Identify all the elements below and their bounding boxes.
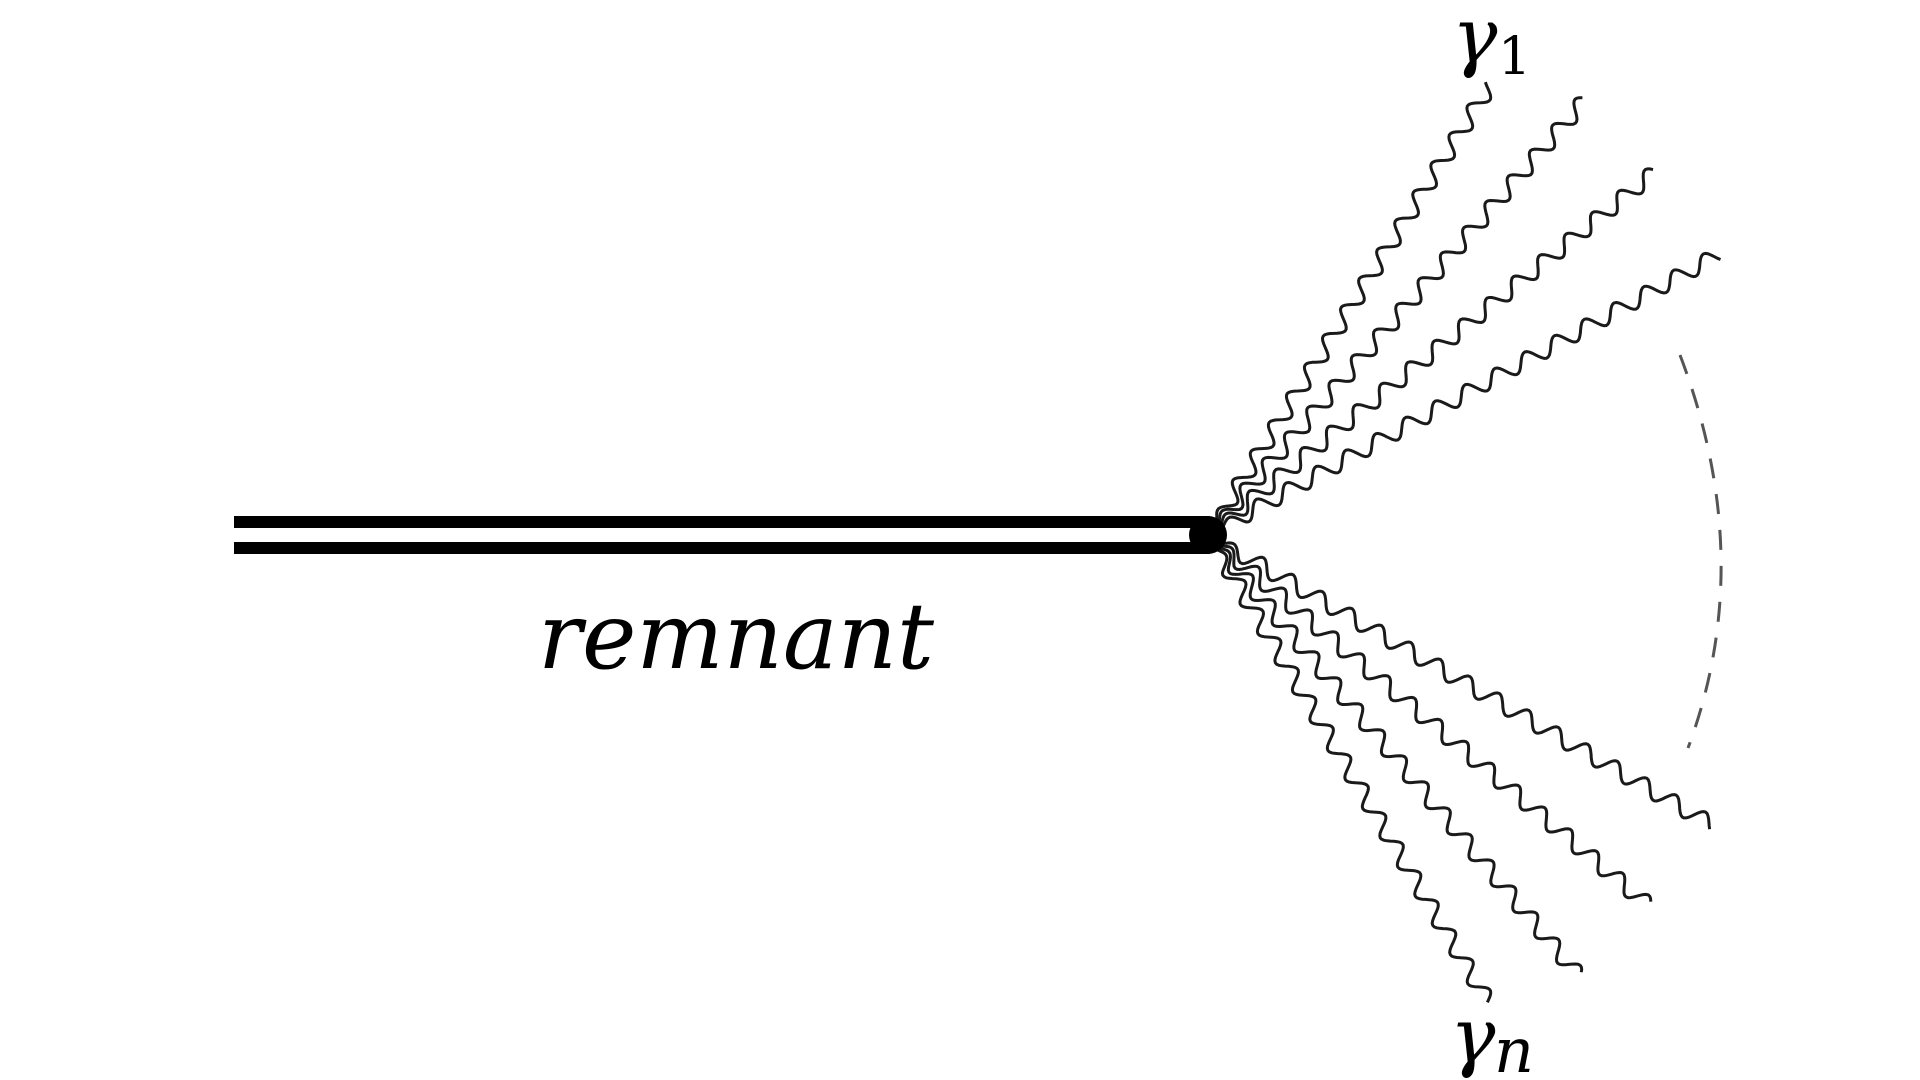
photon-line-lower-3: [1206, 534, 1584, 973]
photon-line-upper-4: [1207, 251, 1722, 537]
photon-line-lower-4: [1206, 534, 1493, 1004]
dashed-arc-ellipsis: [1678, 354, 1723, 749]
photon-line-upper-3: [1207, 167, 1654, 537]
photon-line-upper-2: [1206, 96, 1583, 537]
gamma-symbol-last: γ: [1450, 991, 1496, 1080]
photon-label-first: γ 1: [1452, 0, 1531, 87]
gamma-subscript-last: n: [1494, 1014, 1534, 1080]
remnant-double-line: [234, 516, 1210, 554]
vertex-dot: [1189, 516, 1227, 554]
photon-lines: [1206, 81, 1722, 1004]
photon-line-lower-1: [1207, 533, 1712, 830]
photon-line-lower-2: [1206, 533, 1653, 902]
photon-label-last: γ n: [1450, 991, 1534, 1080]
photon-line-upper-1: [1206, 81, 1493, 536]
gamma-subscript-first: 1: [1498, 27, 1531, 87]
remnant-label: remnant: [538, 583, 935, 690]
gamma-symbol-first: γ: [1452, 0, 1498, 80]
